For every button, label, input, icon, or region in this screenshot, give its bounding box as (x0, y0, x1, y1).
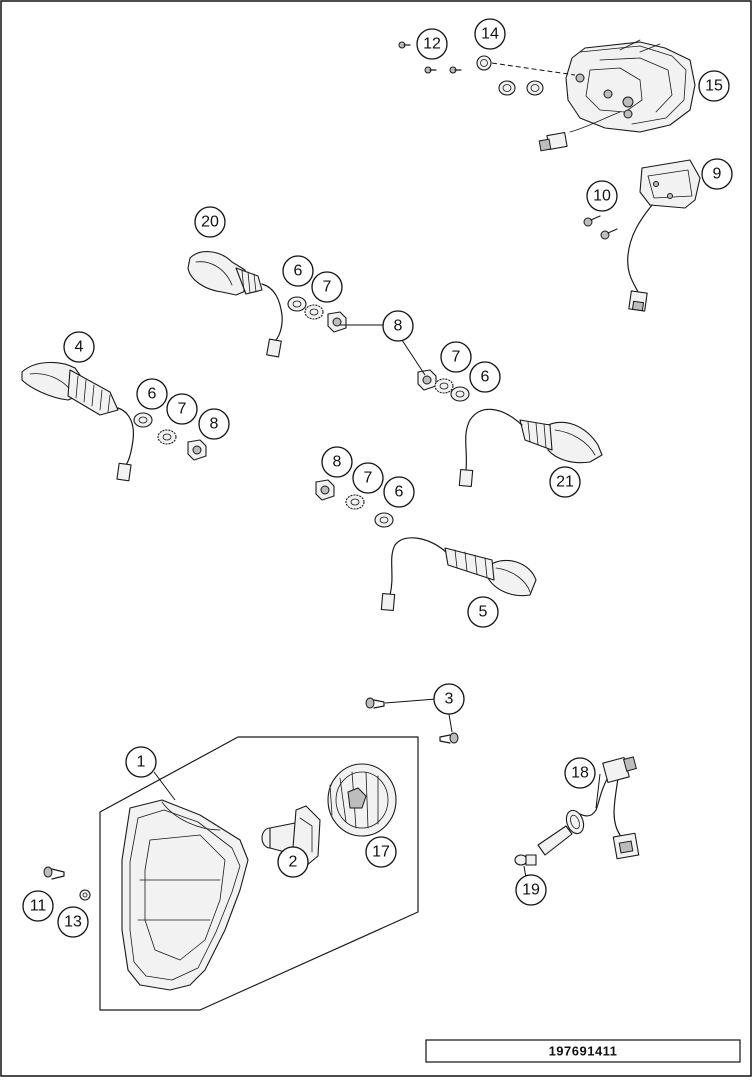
headlight-housing-part[interactable] (121, 799, 249, 991)
screw-upper[interactable] (365, 697, 385, 709)
callout-1: 1 (125, 746, 157, 778)
callout-label: 19 (522, 882, 540, 899)
callout-6-lower: 6 (383, 476, 415, 508)
callout-2: 2 (277, 846, 309, 878)
callout-15: 15 (698, 70, 730, 102)
callout-5: 5 (467, 596, 499, 628)
drawing-id-box: 197691411 (425, 1039, 741, 1063)
callout-9: 9 (701, 158, 733, 190)
callout-8-left: 8 (198, 408, 230, 440)
callout-label: 1 (137, 754, 146, 771)
callout-19: 19 (515, 874, 547, 906)
washer-set-right[interactable] (417, 369, 470, 402)
callout-8-lower: 8 (321, 446, 353, 478)
callout-11: 11 (22, 890, 54, 922)
tail-light-grommets[interactable] (476, 55, 576, 96)
callout-17: 17 (365, 836, 397, 868)
callout-label: 7 (178, 401, 187, 418)
callout-label: 3 (445, 691, 454, 708)
callout-20: 20 (194, 206, 226, 238)
headlight-bulb-holder-part[interactable] (327, 763, 397, 837)
callout-6-left: 6 (136, 378, 168, 410)
callout-label: 11 (30, 898, 47, 915)
callout-label: 7 (323, 279, 332, 296)
washer-set-upper[interactable] (287, 296, 347, 333)
callout-label: 20 (201, 214, 219, 231)
callout-label: 15 (705, 78, 723, 95)
callout-7-lower: 7 (352, 462, 384, 494)
callout-6-right: 6 (469, 361, 501, 393)
license-plate-light-part[interactable] (627, 159, 701, 312)
callout-7-upper: 7 (311, 271, 343, 303)
drawing-id: 197691411 (549, 1044, 618, 1059)
washer-set-lower[interactable] (315, 479, 394, 528)
callout-label: 9 (713, 166, 722, 183)
callout-label: 5 (479, 604, 488, 621)
callout-label: 8 (210, 416, 219, 433)
tail-light-screws[interactable] (398, 41, 462, 74)
callout-label: 14 (481, 26, 499, 43)
callout-label: 8 (333, 454, 342, 471)
callout-label: 17 (372, 844, 390, 861)
callout-14: 14 (474, 18, 506, 50)
headlight-screw-part[interactable] (43, 866, 65, 880)
callout-label: 13 (64, 914, 82, 931)
tail-light-part[interactable] (538, 39, 696, 152)
callout-label: 6 (395, 484, 404, 501)
callout-7-right: 7 (440, 341, 472, 373)
callout-label: 12 (423, 36, 441, 53)
parking-light-bulb-part[interactable] (514, 854, 537, 866)
callout-label: 4 (75, 339, 84, 356)
leader-lines (153, 324, 601, 879)
callout-label: 8 (394, 318, 403, 335)
callout-10: 10 (586, 180, 618, 212)
callout-12: 12 (416, 28, 448, 60)
callout-label: 7 (452, 349, 461, 366)
callout-13: 13 (57, 906, 89, 938)
turn-signal-front-right[interactable] (21, 361, 135, 482)
screw-lower[interactable] (439, 732, 459, 744)
callout-8-upper: 8 (382, 310, 414, 342)
license-plate-light-screws[interactable] (583, 215, 618, 240)
callout-label: 2 (289, 854, 298, 871)
callout-label: 21 (556, 474, 574, 491)
callout-3: 3 (433, 683, 465, 715)
callout-7-left: 7 (166, 393, 198, 425)
washer-set-left[interactable] (133, 412, 207, 461)
callout-label: 18 (571, 765, 589, 782)
headlight-assembly-box (99, 736, 419, 1011)
turn-signal-front-left[interactable] (187, 251, 283, 358)
parking-light-socket-part[interactable] (537, 756, 640, 860)
callout-6-upper: 6 (282, 255, 314, 287)
callout-21: 21 (549, 466, 581, 498)
turn-signal-rear-left[interactable] (458, 408, 603, 488)
callout-label: 10 (593, 188, 611, 205)
callout-label: 6 (294, 263, 303, 280)
callout-label: 6 (481, 369, 490, 386)
headlight-nut-part[interactable] (79, 889, 91, 901)
callout-4: 4 (63, 331, 95, 363)
turn-signal-rear-right[interactable] (380, 537, 537, 612)
callout-label: 6 (148, 386, 157, 403)
callout-label: 7 (364, 470, 373, 487)
callout-18: 18 (564, 757, 596, 789)
headlight-bulb-part[interactable] (261, 805, 321, 867)
